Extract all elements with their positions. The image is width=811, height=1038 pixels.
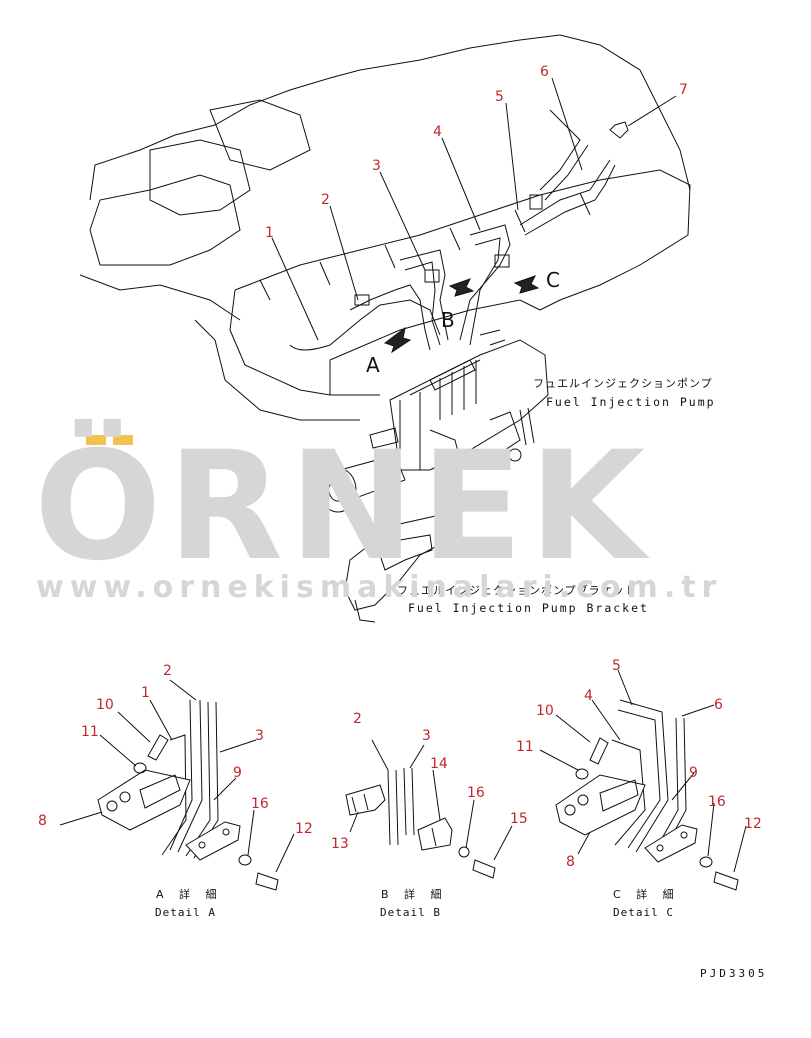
- callout-main-4: 4: [433, 124, 442, 140]
- fuel-injection-pump-bracket: [344, 514, 449, 623]
- callout-c-16: 16: [708, 794, 726, 810]
- callout-c-5: 5: [612, 658, 621, 674]
- detail-b-title-en: Detail B: [380, 906, 441, 919]
- detail-a-title-en: Detail A: [155, 906, 216, 919]
- callout-a-1: 1: [141, 685, 150, 701]
- detail-a-title-jp: A 詳 細: [156, 887, 223, 901]
- callout-c-6: 6: [714, 697, 723, 713]
- engine-block-outline: [79, 34, 691, 421]
- detail-a-drawing: [97, 699, 279, 891]
- view-arrows: [383, 275, 540, 354]
- callout-c-12: 12: [744, 816, 762, 832]
- detail-b-title-jp: B 詳 細: [381, 887, 448, 901]
- callout-c-4: 4: [584, 688, 593, 704]
- watermark-brand: ÖRNEK: [34, 418, 651, 594]
- callout-b-15: 15: [510, 811, 528, 827]
- view-label-b: B: [441, 308, 455, 332]
- detail-a-callouts: 2 1 10 11 3 9 16 8 12: [38, 663, 313, 873]
- view-label-a: A: [366, 353, 380, 377]
- main-callouts: 1 2 3 4 5 6 7: [265, 64, 688, 341]
- bracket-label-jp: フュエルインジェクションポンプブラケット: [397, 583, 637, 597]
- drawing-number: PJD3305: [700, 967, 767, 980]
- detail-b-callouts: 2 3 14 16 15 13: [331, 711, 528, 861]
- callout-b-14: 14: [430, 756, 448, 772]
- callout-c-8: 8: [566, 854, 575, 870]
- pump-label-jp: フュエルインジェクションポンプ: [533, 377, 713, 390]
- callout-main-7: 7: [679, 82, 688, 98]
- callout-b-13: 13: [331, 836, 349, 852]
- callout-b-2: 2: [353, 711, 362, 727]
- pump-label-en: Fuel Injection Pump: [546, 395, 716, 409]
- callout-c-10: 10: [536, 703, 554, 719]
- callout-main-5: 5: [495, 89, 504, 105]
- detail-c-title-en: Detail C: [613, 906, 674, 919]
- bracket-label-en: Fuel Injection Pump Bracket: [408, 601, 649, 615]
- fuel-injection-pump: [319, 329, 549, 513]
- watermark: ÖRNEK www.ornekismakinalari.com.tr: [34, 418, 722, 605]
- watermark-url: www.ornekismakinalari.com.tr: [36, 570, 722, 605]
- callout-a-2: 2: [163, 663, 172, 679]
- callout-a-8: 8: [38, 813, 47, 829]
- callout-a-16: 16: [251, 796, 269, 812]
- view-label-c: C: [546, 268, 560, 292]
- detail-c-drawing: [555, 699, 739, 891]
- callout-c-9: 9: [689, 765, 698, 781]
- watermark-accent-1: [86, 435, 106, 445]
- callout-main-2: 2: [321, 192, 330, 208]
- callout-a-10: 10: [96, 697, 114, 713]
- detail-c-title-jp: C 詳 細: [613, 887, 680, 901]
- callout-c-11: 11: [516, 739, 534, 755]
- detail-c-callouts: 5 4 10 6 11 9 16 12 8: [516, 658, 762, 873]
- callout-main-3: 3: [372, 158, 381, 174]
- callout-a-12: 12: [295, 821, 313, 837]
- callout-a-3: 3: [255, 728, 264, 744]
- callout-main-1: 1: [265, 225, 274, 241]
- callout-main-6: 6: [540, 64, 549, 80]
- detail-b-drawing: [345, 767, 496, 879]
- injection-pipes: [289, 109, 629, 351]
- callout-b-3: 3: [422, 728, 431, 744]
- callout-b-16: 16: [467, 785, 485, 801]
- watermark-accent-2: [113, 435, 133, 445]
- callout-a-9: 9: [233, 765, 242, 781]
- callout-a-11: 11: [81, 724, 99, 740]
